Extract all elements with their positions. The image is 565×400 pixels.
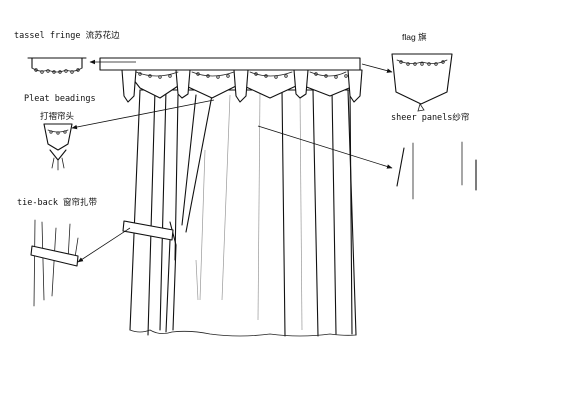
label-tie-back: tie-back 窗帘扎带 — [17, 197, 98, 208]
pleat-beading-detail — [43, 123, 73, 171]
label-pleat-beadings-en: Pleat beadings — [24, 94, 96, 104]
label-pleat-beadings-cn: 打褶帘头 — [40, 111, 75, 121]
label-flag: flag 旗 — [402, 32, 427, 42]
label-tassel-fringe: tassel fringe 流苏花边 — [14, 30, 120, 41]
label-sheer-panels: sheer panels纱帘 — [391, 112, 469, 123]
arrow-sheer-panels — [257, 125, 393, 169]
arrow-flag — [361, 63, 393, 73]
arrow-tie-back — [77, 227, 131, 263]
flag-detail — [391, 53, 453, 112]
pointer-arrows — [71, 59, 393, 263]
arrow-pleat-beadings — [71, 99, 215, 130]
main-curtain — [122, 89, 357, 337]
tassel-fringe-detail — [27, 57, 87, 74]
sheer-panel-detail — [396, 141, 477, 200]
valance — [99, 57, 363, 103]
tie-back-detail — [30, 219, 79, 307]
